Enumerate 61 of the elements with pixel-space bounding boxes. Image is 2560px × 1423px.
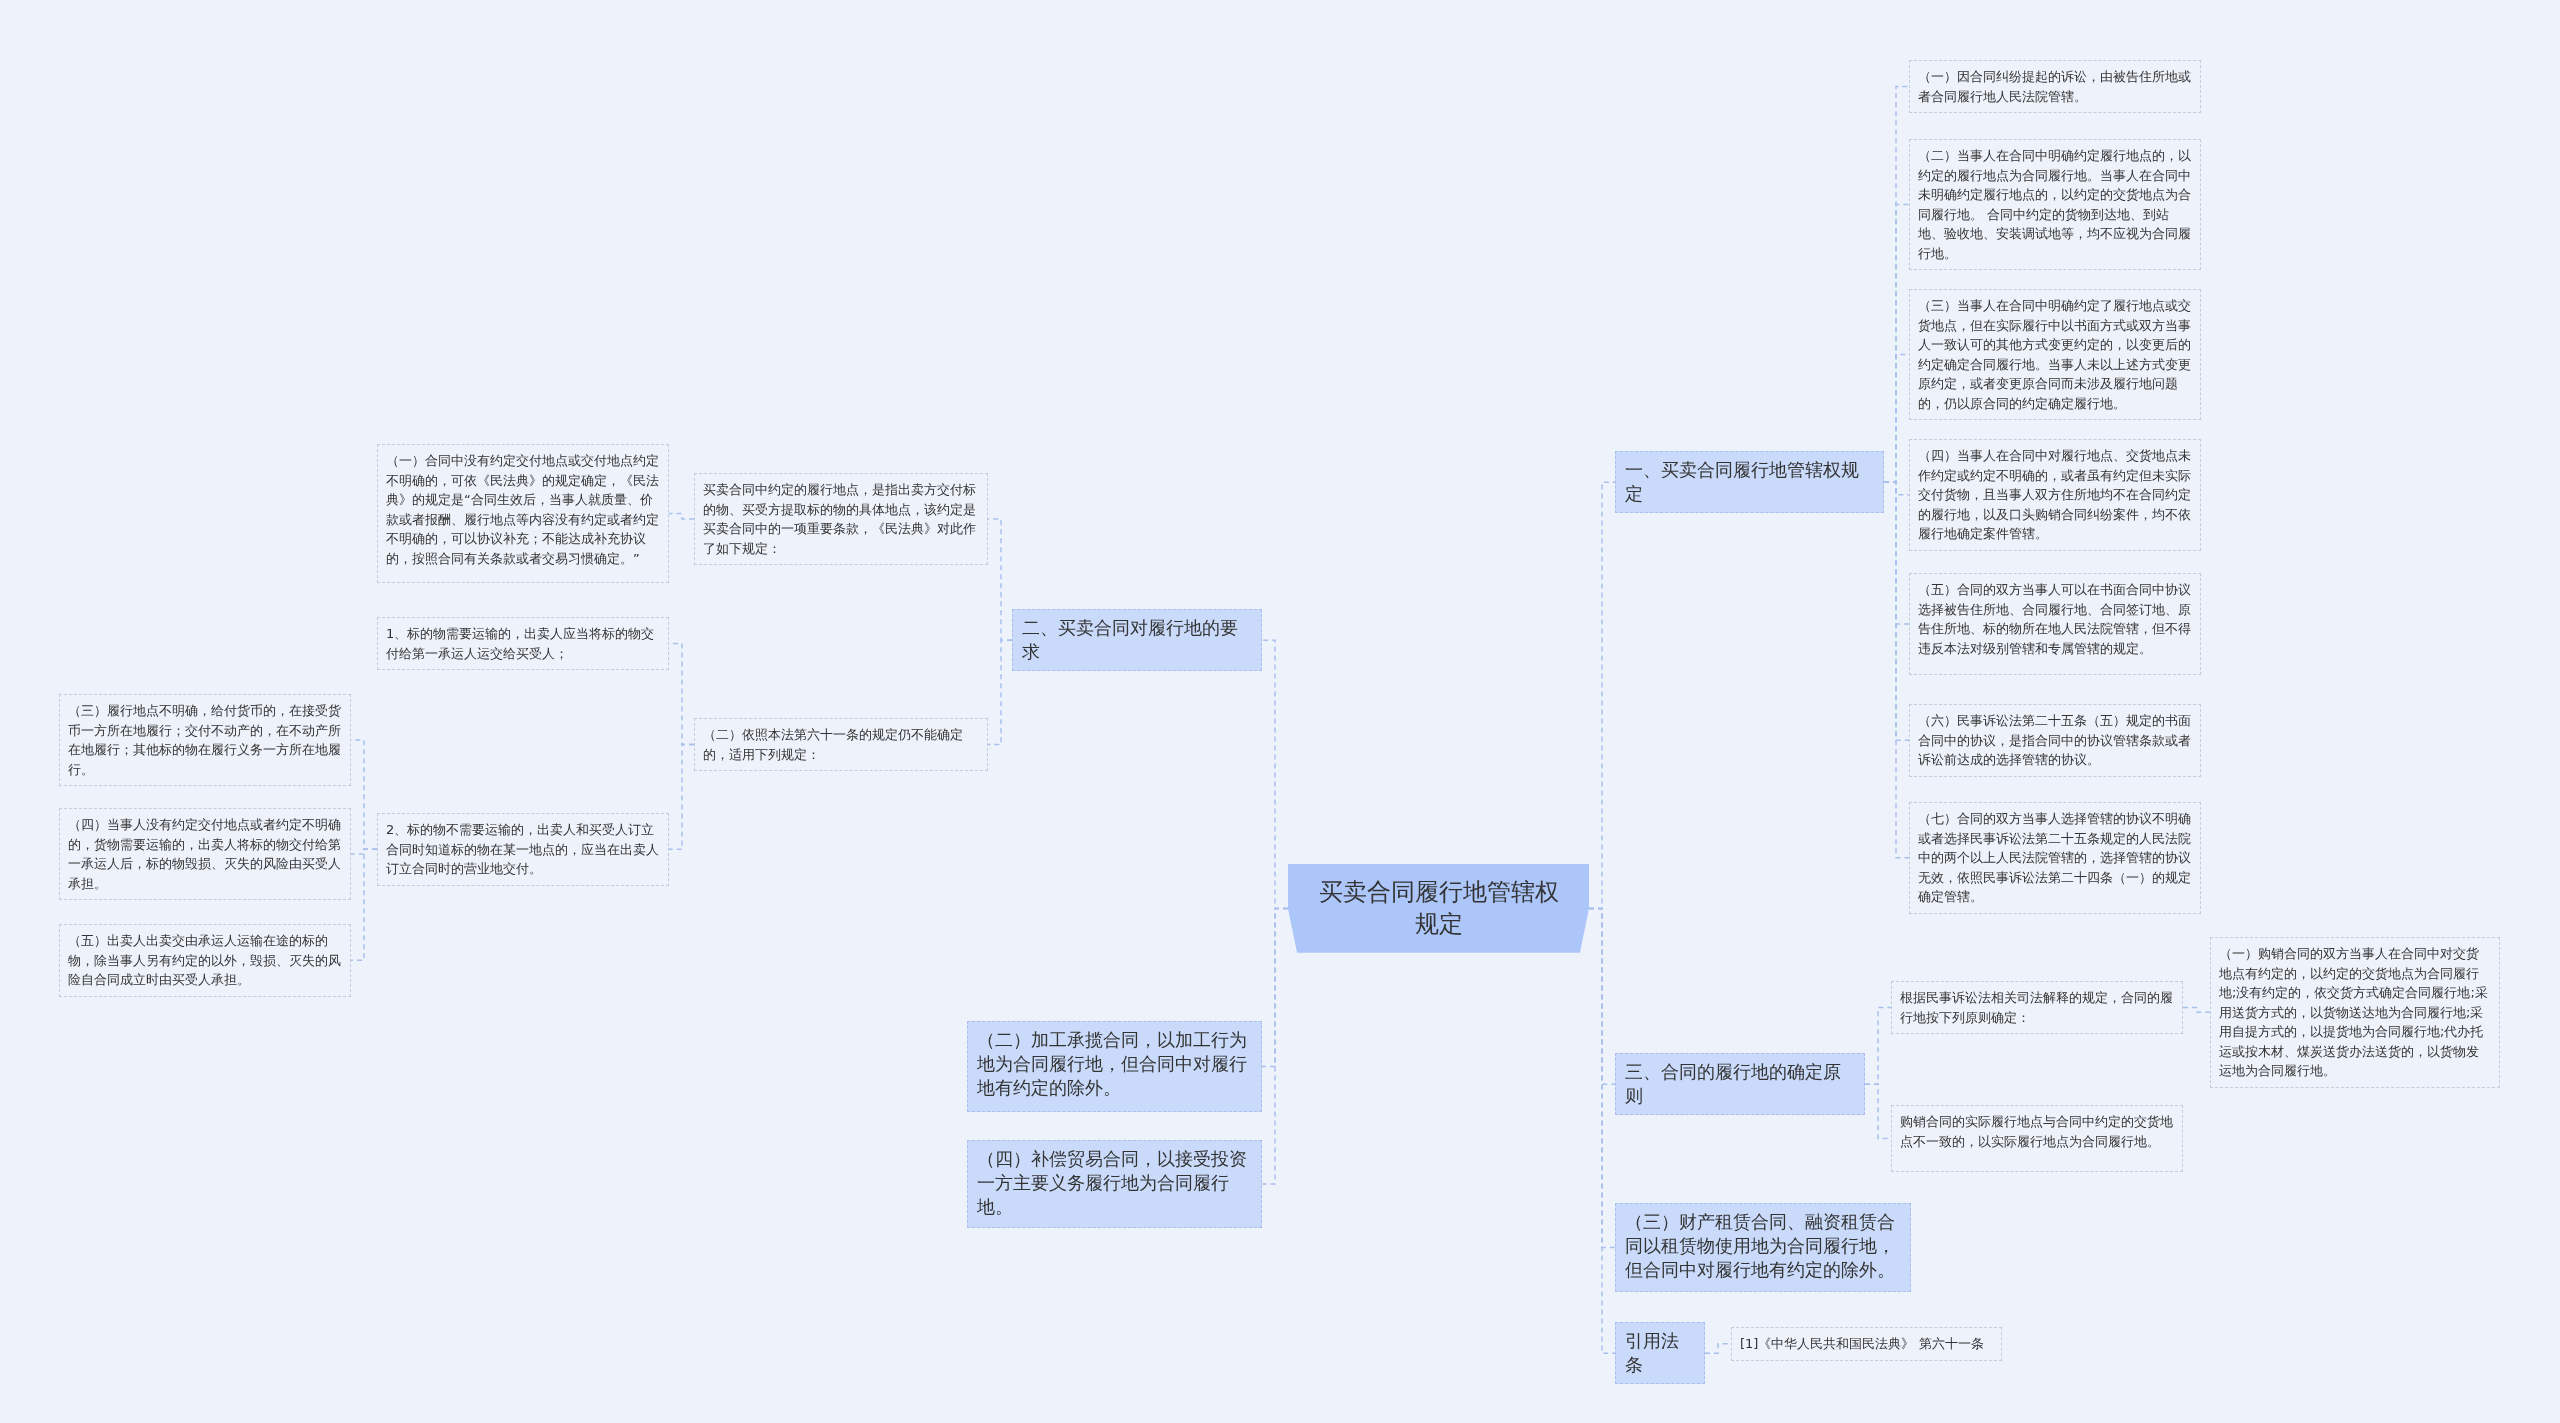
- topic-text: （五）合同的双方当事人可以在书面合同中协议选择被告住所地、合同履行地、合同签订地、原告住所地、标的物所在地人民法院管辖，但不得违反本法对级别管辖和专属管辖的规定。: [1918, 581, 2192, 658]
- subtopic-box: [377, 617, 669, 670]
- connector-line: [1588, 907, 1616, 1354]
- topic-box: [1615, 1053, 1865, 1116]
- topic-text: 2、标的物不需要运输的，出卖人和买受人订立合同时知道标的物在某一地点的，应当在出卖人订立合同时的营业地交付。: [386, 821, 660, 878]
- topic-text: （三）当事人在合同中明确约定了履行地点或交货地点，但在实际履行中以书面方式或双方当事人一致认可的其他方式变更约定的，以变更后的约定确定合同履行地。当事人未以上述方式变更原约定，或者变更原合同而未涉及履行地问题的，仍以原合同的约定确定履行地。: [1918, 297, 2192, 413]
- subtopic-box: [1909, 139, 2201, 270]
- topic-text: [1]《中华人民共和国民法典》 第六十一条: [1740, 1335, 1985, 1353]
- subtopic-box: [377, 813, 669, 886]
- topic-text: （三）履行地点不明确，给付货币的，在接受货币一方所在地履行；交付不动产的，在不动产所在地履行；其他标的物在履行义务一方所在地履行。: [68, 702, 342, 779]
- subtopic-box: [694, 473, 988, 565]
- connector-line: [668, 512, 695, 520]
- subtopic-box: [59, 694, 351, 786]
- topic-box: [1615, 1203, 1911, 1292]
- connector-line: [987, 639, 1013, 746]
- topic-text: 买卖合同中约定的履行地点，是指出卖方交付标的物、买受方提取标的物的具体地点，该约定是买卖合同中的一项重要条款，《民法典》对此作了如下规定：: [703, 481, 977, 558]
- connector-line: [1261, 907, 1289, 1185]
- topic-text: （二）依照本法第六十一条的规定仍不能确定的，适用下列规定：: [703, 726, 964, 764]
- topic-text: （二）加工承揽合同，以加工行为地为合同履行地，但合同中对履行地有约定的除外。: [977, 1029, 1248, 1101]
- topic-box: [1615, 1322, 1705, 1385]
- connector-line: [668, 743, 695, 850]
- subtopic-box: [377, 444, 669, 583]
- subtopic-box: [2210, 937, 2500, 1088]
- topic-text: 1、标的物需要运输的，出卖人应当将标的物交付给第一承运人运交给买受人；: [386, 625, 656, 663]
- subtopic-box: [1909, 704, 2201, 777]
- subtopic-box: [1891, 981, 2183, 1034]
- topic-box: [967, 1140, 1262, 1228]
- topic-box: [967, 1021, 1262, 1112]
- topic-text: （一）合同中没有约定交付地点或交付地点约定不明确的，可依《民法典》的规定确定，《民法典》的规定是“合同生效后，当事人就质量、价款或者报酬、履行地点等内容没有约定或者约定不明确的，可以协议补充；不能达成补充协议的，按照合同有关条款或者交易习惯确定。”: [386, 452, 660, 568]
- topic-text: （一）因合同纠纷提起的诉讼，由被告住所地或者合同履行地人民法院管辖。: [1918, 68, 2192, 106]
- subtopic-box: [694, 718, 988, 771]
- subtopic-box: [1909, 573, 2201, 675]
- subtopic-box: [59, 808, 351, 900]
- subtopic-box: [1731, 1327, 2002, 1361]
- connector-line: [350, 848, 378, 961]
- topic-text: （五）出卖人出卖交由承运人运输在途的标的物，除当事人另有约定的以外，毁损、灭失的风险自合同成立时由买受人承担。: [68, 932, 342, 989]
- topic-text: 三、合同的履行地的确定原则: [1625, 1061, 1842, 1109]
- topic-text: 买卖合同履行地管辖权规定: [1318, 877, 1559, 941]
- subtopic-box: [59, 924, 351, 997]
- central-topic: [1288, 864, 1589, 953]
- subtopic-box: [1909, 802, 2201, 914]
- topic-text: 一、买卖合同履行地管辖权规定: [1625, 459, 1860, 507]
- subtopic-box: [1891, 1105, 2183, 1172]
- topic-text: （六）民事诉讼法第二十五条（五）规定的书面合同中的协议，是指合同中的协议管辖条款或者诉讼前达成的选择管辖的协议。: [1918, 712, 2192, 769]
- topic-box: [1615, 451, 1884, 514]
- subtopic-box: [1909, 60, 2201, 113]
- topic-text: （四）当事人没有约定交付地点或者约定不明确的，货物需要运输的，出卖人将标的物交付给第一承运人后，标的物毁损、灭失的风险由买受人承担。: [68, 816, 342, 893]
- topic-text: （三）财产租赁合同、融资租赁合同以租赁物使用地为合同履行地，但合同中对履行地有约定的除外。: [1625, 1211, 1896, 1283]
- subtopic-box: [1909, 439, 2201, 551]
- topic-text: （四）补偿贸易合同，以接受投资一方主要义务履行地为合同履行地。: [977, 1148, 1248, 1220]
- topic-text: 购销合同的实际履行地点与合同中约定的交货地点不一致的，以实际履行地点为合同履行地。: [1900, 1113, 2174, 1151]
- connector-line: [2182, 1006, 2211, 1013]
- topic-text: （二）当事人在合同中明确约定履行地点的，以约定的履行地点为合同履行地。当事人在合同中未明确约定履行地点的，以约定的交货地点为合同履行地。 合同中约定的货物到达地、到站地、验收地、安装调试地等，均不应视为合同履行地。: [1918, 147, 2192, 263]
- subtopic-box: [1909, 289, 2201, 420]
- topic-text: 根据民事诉讼法相关司法解释的规定，合同的履行地按下列原则确定：: [1900, 989, 2174, 1027]
- topic-text: （四）当事人在合同中对履行地点、交货地点未作约定或约定不明确的，或者虽有约定但未实际交付货物，且当事人双方住所地均不在合同约定的履行地，以及口头购销合同纠纷案件，均不依履行地确定案件管辖。: [1918, 447, 2192, 543]
- topic-text: 引用法条: [1625, 1330, 1680, 1378]
- topic-text: （一）购销合同的双方当事人在合同中对交货地点有约定的，以约定的交货地点为合同履行地;没有约定的，依交货方式确定合同履行地;采用送货方式的，以货物送达地为合同履行地;采用自提方式的，以提货地为合同履行地;代办托运或按木材、煤炭送货办法送货的，以货物发运地为合同履行地。: [2219, 945, 2489, 1080]
- topic-text: 二、买卖合同对履行地的要求: [1022, 617, 1239, 665]
- topic-box: [1012, 609, 1262, 672]
- topic-text: （七）合同的双方当事人选择管辖的协议不明确或者选择民事诉讼法第二十五条规定的人民法院中的两个以上人民法院管辖的，选择管辖的协议无效，依照民事诉讼法第二十四条（一）的规定确定管辖。: [1918, 810, 2192, 906]
